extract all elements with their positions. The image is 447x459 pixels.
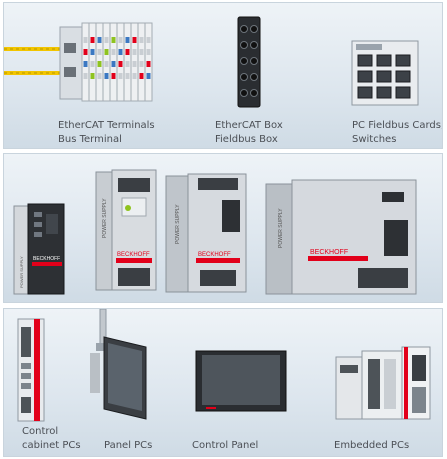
- industrial-pcs-panel: Control cabinet PCs Panel PCs Control Pa…: [3, 308, 443, 457]
- embedded-pcs-label[interactable]: Embedded PCs: [334, 439, 409, 453]
- ethercat-box-label[interactable]: EtherCAT Box Fieldbus Box: [215, 119, 283, 147]
- power-supplies-panel: BECKHOFF POWER SUPPLY BECKHOFF POWER SUP…: [3, 153, 443, 303]
- io-products-panel: EtherCAT Terminals Bus Terminal EtherCAT…: [3, 2, 443, 149]
- pc-fieldbus-cards-label[interactable]: PC Fieldbus Cards, Switches: [352, 119, 443, 147]
- power-supply-xl-image[interactable]: BECKHOFF POWER SUPPLY: [262, 176, 422, 298]
- brand-label: BECKHOFF: [33, 256, 60, 262]
- fieldbus-switch-image[interactable]: [348, 37, 428, 109]
- ethercat-terminals-image[interactable]: [4, 17, 164, 107]
- label-line-2: Fieldbus Box: [215, 134, 278, 145]
- label-line-1: EtherCAT Terminals: [58, 120, 155, 131]
- control-panel-image[interactable]: [192, 347, 292, 417]
- control-panel-label[interactable]: Control Panel: [192, 439, 258, 453]
- ethercat-box-image[interactable]: [230, 15, 270, 111]
- label-line-2: Switches: [352, 134, 397, 145]
- control-cabinet-pc-image[interactable]: [14, 317, 50, 425]
- side-label: POWER SUPPLY: [102, 198, 108, 238]
- label-line-1: EtherCAT Box: [215, 120, 283, 131]
- panel-pc-image[interactable]: [84, 309, 158, 427]
- brand-label: BECKHOFF: [198, 252, 231, 258]
- label-line-1: Panel PCs: [104, 440, 153, 451]
- embedded-pc-image[interactable]: [330, 343, 436, 423]
- label-line-2: Bus Terminal: [58, 134, 122, 145]
- side-label: POWER SUPPLY: [175, 204, 181, 244]
- panel-pcs-label[interactable]: Panel PCs: [104, 439, 152, 453]
- label-line-2: cabinet PCs: [22, 440, 81, 451]
- label-line-1: PC Fieldbus Cards,: [352, 120, 443, 131]
- side-label: POWER SUPPLY: [19, 256, 24, 288]
- brand-label: BECKHOFF: [310, 249, 348, 256]
- side-label: POWER SUPPLY: [278, 208, 284, 248]
- power-supply-large-image[interactable]: BECKHOFF POWER SUPPLY: [162, 170, 252, 298]
- label-line-1: Control Panel: [192, 440, 259, 451]
- power-supply-small-image[interactable]: BECKHOFF POWER SUPPLY: [10, 202, 70, 298]
- ethercat-terminals-label[interactable]: EtherCAT Terminals Bus Terminal: [58, 119, 155, 147]
- power-supply-medium-image[interactable]: BECKHOFF POWER SUPPLY: [92, 168, 162, 298]
- control-cabinet-pcs-label[interactable]: Control cabinet PCs: [22, 425, 81, 453]
- brand-label: BECKHOFF: [117, 252, 150, 258]
- label-line-1: Control: [22, 426, 59, 437]
- label-line-1: Embedded PCs: [334, 440, 410, 451]
